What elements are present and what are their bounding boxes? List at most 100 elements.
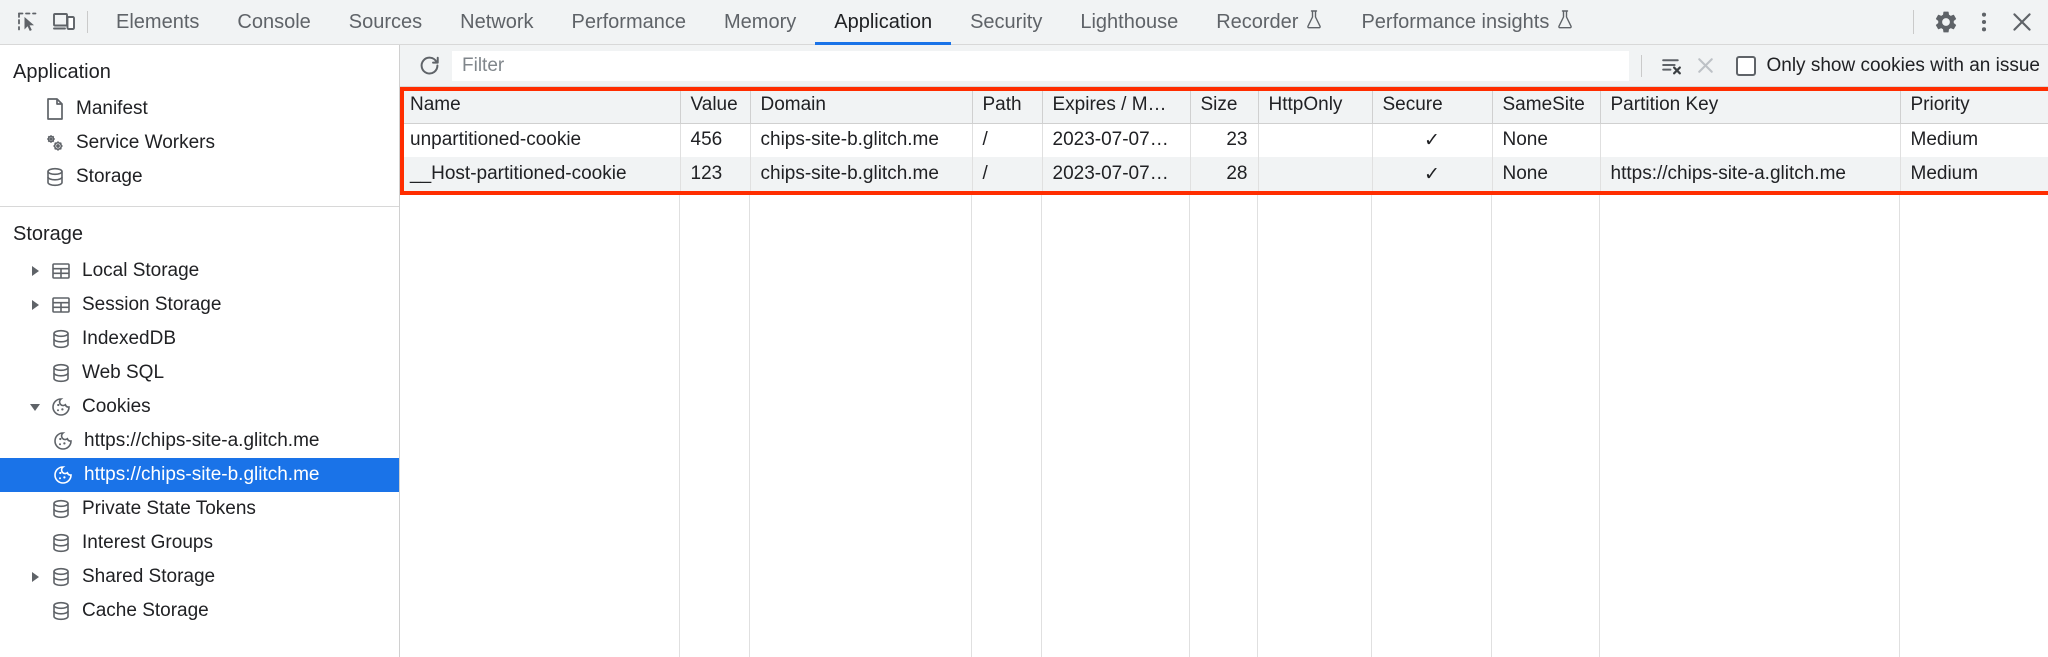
column-header-path[interactable]: Path — [972, 87, 1043, 124]
tab-security[interactable]: Security — [951, 0, 1061, 45]
cookies-table-container[interactable]: Name Value Domain Path Expires / M… Size… — [400, 87, 2048, 657]
column-header-secure[interactable]: Secure — [1372, 87, 1493, 124]
tab-label: Application — [834, 10, 933, 33]
chevron-right-icon[interactable] — [24, 300, 46, 310]
gears-icon — [40, 131, 70, 155]
gear-icon[interactable] — [1928, 4, 1964, 40]
sidebar-item-interest-groups[interactable]: Interest Groups — [0, 526, 399, 560]
empty-grid-column — [400, 191, 680, 657]
tab-label: Security — [970, 10, 1043, 33]
sidebar-item-cookies-chips-site-b[interactable]: https://chips-site-b.glitch.me — [0, 458, 399, 492]
cell-samesite: None — [1492, 123, 1601, 157]
empty-grid-column — [972, 191, 1042, 657]
tab-application[interactable]: Application — [815, 0, 951, 45]
sidebar-item-session-storage[interactable]: Session Storage — [0, 288, 399, 322]
sidebar-item-cookies-chips-site-a[interactable]: https://chips-site-a.glitch.me — [0, 424, 399, 458]
cell-size: 28 — [1190, 157, 1259, 191]
cookies-table-header: Name Value Domain Path Expires / M… Size… — [400, 87, 2048, 124]
sidebar-item-shared-storage[interactable]: Shared Storage — [0, 560, 399, 594]
filter-input[interactable] — [452, 50, 1630, 81]
database-icon — [46, 599, 76, 623]
close-icon[interactable] — [2004, 4, 2040, 40]
only-show-issues-checkbox-row[interactable]: Only show cookies with an issue — [1736, 55, 2040, 77]
sidebar-item-cache-storage[interactable]: Cache Storage — [0, 594, 399, 628]
sidebar-item-cookies[interactable]: Cookies — [0, 390, 399, 424]
tab-recorder[interactable]: Recorder — [1197, 0, 1342, 45]
tab-performance[interactable]: Performance — [553, 0, 706, 45]
cookie-icon — [48, 429, 78, 453]
tab-network[interactable]: Network — [441, 0, 552, 45]
devtools-tab-bar: Elements Console Sources Network Perform… — [0, 0, 2048, 45]
more-vertical-icon[interactable] — [1966, 4, 2002, 40]
sidebar-item-storage[interactable]: Storage — [0, 160, 399, 194]
column-header-samesite[interactable]: SameSite — [1492, 87, 1601, 124]
sidebar-item-service-workers[interactable]: Service Workers — [0, 126, 399, 160]
tab-label: Lighthouse — [1080, 10, 1179, 33]
chevron-right-icon[interactable] — [24, 266, 46, 276]
sidebar-item-label: Interest Groups — [82, 532, 213, 553]
cell-name: __Host-partitioned-cookie — [400, 157, 681, 191]
tab-console[interactable]: Console — [218, 0, 329, 45]
cell-value: 123 — [680, 157, 751, 191]
column-header-value[interactable]: Value — [680, 87, 751, 124]
column-header-httponly[interactable]: HttpOnly — [1258, 87, 1373, 124]
device-toolbar-icon[interactable] — [46, 4, 82, 40]
column-header-priority[interactable]: Priority — [1900, 87, 2048, 124]
empty-grid-column — [1900, 191, 2048, 657]
cookies-filter-toolbar: Only show cookies with an issue — [400, 45, 2048, 87]
sidebar-item-manifest[interactable]: Manifest — [0, 92, 399, 126]
cell-partition-key: https://chips-site-a.glitch.me — [1600, 157, 1901, 191]
cell-samesite: None — [1492, 157, 1601, 191]
cell-name: unpartitioned-cookie — [400, 123, 681, 157]
sidebar-item-label: Storage — [76, 166, 143, 187]
empty-grid-column — [1190, 191, 1258, 657]
cell-secure: ✓ — [1372, 157, 1493, 191]
empty-grid-column — [1042, 191, 1190, 657]
tab-lighthouse[interactable]: Lighthouse — [1061, 0, 1197, 45]
table-row[interactable]: unpartitioned-cookie 456 chips-site-b.gl… — [400, 123, 2048, 157]
sidebar-section-title: Application — [13, 61, 111, 83]
column-header-domain[interactable]: Domain — [750, 87, 973, 124]
database-icon — [40, 165, 70, 189]
sidebar-item-private-state-tokens[interactable]: Private State Tokens — [0, 492, 399, 526]
refresh-icon[interactable] — [412, 49, 446, 83]
tab-label: Recorder — [1216, 10, 1299, 33]
sidebar-item-label: https://chips-site-a.glitch.me — [84, 430, 320, 451]
column-header-expires[interactable]: Expires / M… — [1042, 87, 1191, 124]
clear-all-cookies-icon[interactable] — [1654, 49, 1688, 83]
sidebar-item-web-sql[interactable]: Web SQL — [0, 356, 399, 390]
tab-memory[interactable]: Memory — [705, 0, 815, 45]
only-show-issues-checkbox[interactable] — [1736, 55, 1757, 76]
sidebar-item-indexeddb[interactable]: IndexedDB — [0, 322, 399, 356]
column-header-name[interactable]: Name — [400, 87, 681, 124]
tab-label: Network — [460, 10, 534, 33]
toolbar-divider — [1913, 10, 1914, 34]
sidebar-item-label: Web SQL — [82, 362, 165, 383]
cell-secure: ✓ — [1372, 123, 1493, 157]
chevron-down-icon[interactable] — [24, 403, 46, 411]
table-row[interactable]: __Host-partitioned-cookie 123 chips-site… — [400, 157, 2048, 191]
column-header-partition-key[interactable]: Partition Key — [1600, 87, 1901, 124]
empty-grid-column — [1258, 191, 1372, 657]
devtools-body: Application Manifest — [0, 45, 2048, 657]
sidebar-item-local-storage[interactable]: Local Storage — [0, 254, 399, 288]
tab-label: Elements — [116, 10, 200, 33]
only-show-issues-label: Only show cookies with an issue — [1766, 54, 2040, 76]
database-icon — [46, 361, 76, 385]
sidebar-item-label: Session Storage — [82, 294, 222, 315]
column-header-size[interactable]: Size — [1190, 87, 1259, 124]
cell-expires: 2023-07-07… — [1042, 157, 1191, 191]
tab-sources[interactable]: Sources — [330, 0, 441, 45]
chevron-right-icon[interactable] — [24, 572, 46, 582]
sidebar-item-label: Service Workers — [76, 132, 216, 153]
experiment-flask-icon — [1305, 9, 1323, 35]
tab-label: Console — [237, 10, 311, 33]
tab-performance-insights[interactable]: Performance insights — [1342, 0, 1593, 45]
delete-selected-cookie-icon[interactable] — [1688, 49, 1722, 83]
empty-grid-area — [400, 191, 2048, 657]
sidebar-item-label: Cache Storage — [82, 600, 209, 621]
tab-elements[interactable]: Elements — [97, 0, 218, 45]
cell-path: / — [972, 123, 1043, 157]
inspect-element-icon[interactable] — [10, 4, 46, 40]
sidebar-item-label: Shared Storage — [82, 566, 216, 587]
